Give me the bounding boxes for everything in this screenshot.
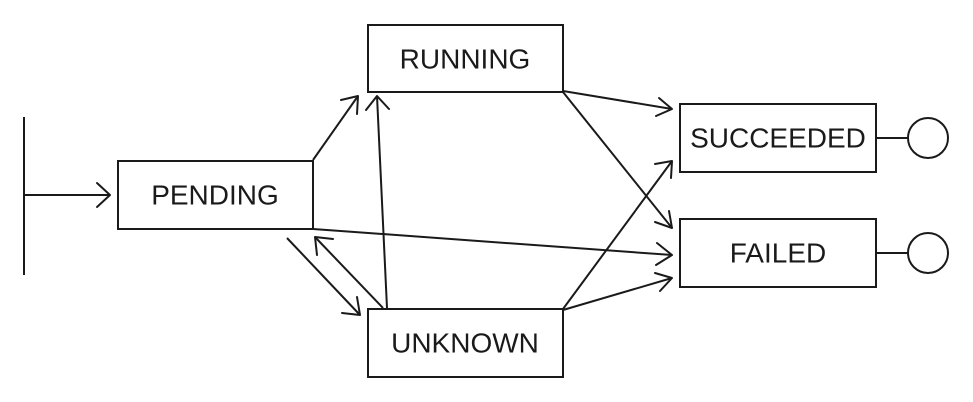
transition-pending-running <box>312 95 359 161</box>
arrowhead-pending-failed <box>655 242 673 266</box>
transition-pending-failed <box>312 228 673 256</box>
state-pending[interactable]: PENDING <box>117 160 314 230</box>
state-pending-box <box>117 160 314 230</box>
state-succeeded-label: SUCCEEDED <box>690 123 866 154</box>
arrowhead-pending-unknown <box>341 296 361 316</box>
state-succeeded-box <box>679 103 877 173</box>
state-running-label: RUNNING <box>400 44 531 75</box>
state-succeeded[interactable]: SUCCEEDED <box>679 103 877 173</box>
transition-unknown-failed <box>562 277 673 311</box>
transitions <box>24 90 908 316</box>
state-unknown-box <box>367 308 564 378</box>
arrowhead-pending-running <box>340 95 359 115</box>
state-running-box <box>367 24 564 93</box>
transition-pending-unknown <box>286 237 361 316</box>
transition-running-succeeded <box>562 90 673 110</box>
transition-unknown-running <box>376 95 388 309</box>
state-unknown[interactable]: UNKNOWN <box>367 308 564 378</box>
state-failed-label: FAILED <box>730 238 826 269</box>
arrowhead-running-succeeded <box>655 97 673 117</box>
state-unknown-label: UNKNOWN <box>391 328 539 359</box>
final-state-succeeded-circle <box>907 117 949 159</box>
final-state-failed-circle <box>907 232 949 274</box>
arrowhead-running-failed <box>654 210 673 229</box>
arrowhead-unknown-pending <box>314 236 334 256</box>
transition-unknown-pending <box>314 236 384 309</box>
arrowhead-unknown-running <box>365 95 390 111</box>
arrowhead-start-pending <box>96 182 111 208</box>
transition-running-failed <box>562 91 673 229</box>
arrowhead-unknown-succeeded <box>654 160 673 179</box>
transition-unknown-succeeded <box>562 160 673 310</box>
state-failed-box <box>679 218 877 288</box>
state-running[interactable]: RUNNING <box>367 24 564 93</box>
arrowhead-unknown-failed <box>654 272 673 292</box>
state-failed[interactable]: FAILED <box>679 218 877 288</box>
state-pending-label: PENDING <box>151 180 279 211</box>
